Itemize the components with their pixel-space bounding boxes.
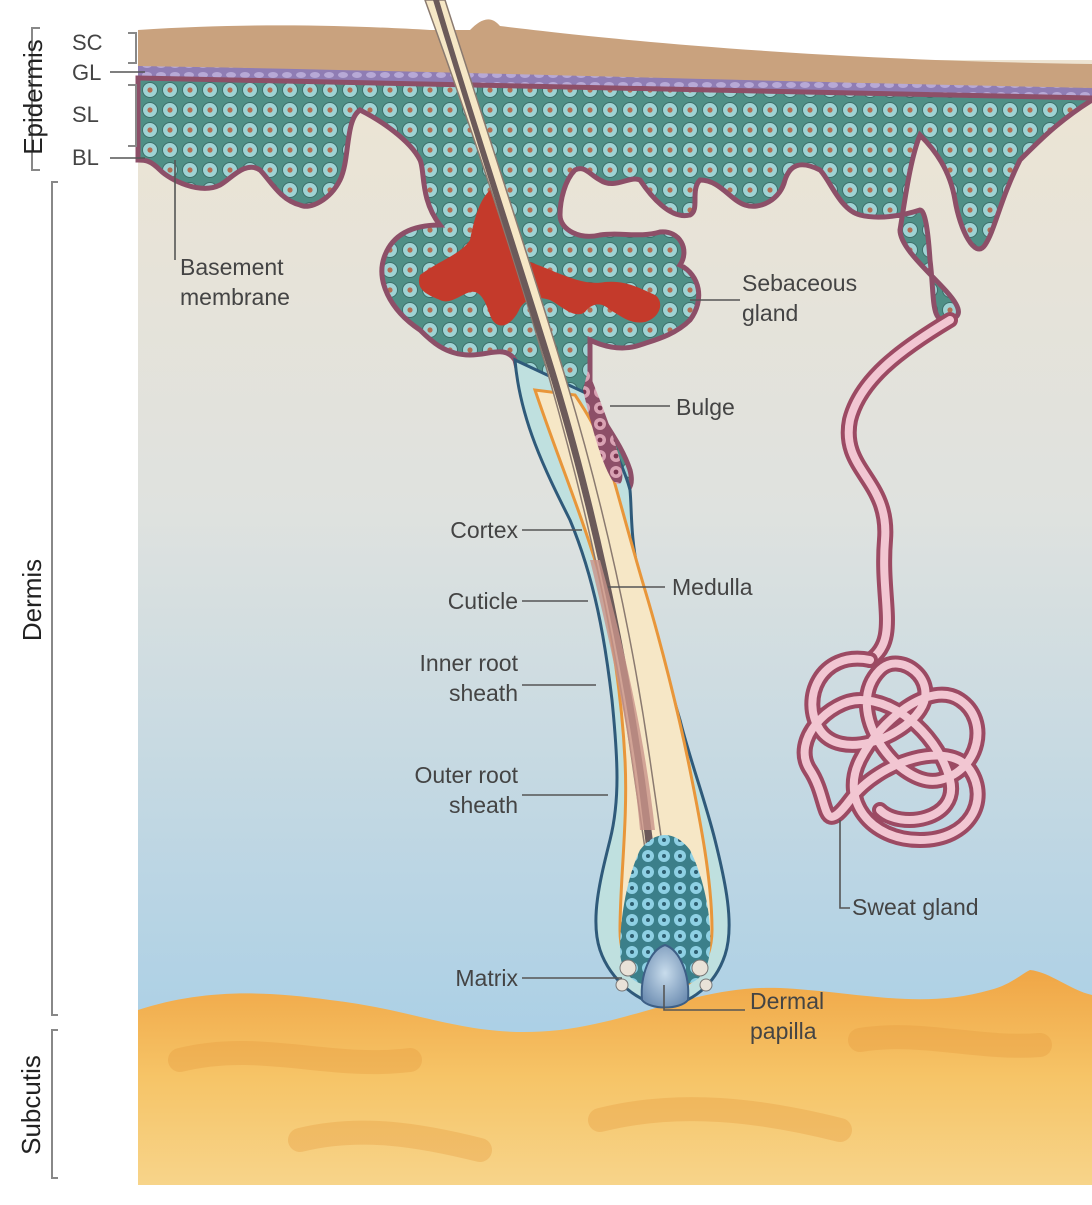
sebaceous-gland-label: Sebaceous gland	[742, 270, 858, 326]
dermal-papilla-label: Dermal papilla	[750, 988, 825, 1044]
sebum	[418, 190, 661, 326]
stratum-bl-label: BL	[72, 145, 99, 170]
stratum-sl-label: SL	[72, 102, 99, 127]
cortex-label: Cortex	[450, 517, 518, 543]
inner-root-sheath-label: Inner root sheath	[419, 650, 518, 706]
stratum-gl-label: GL	[72, 60, 102, 85]
dermal-papilla	[640, 943, 690, 1009]
basement-membrane-label: Basement membrane	[180, 254, 290, 310]
leader-lines	[110, 71, 850, 1011]
matrix-label: Matrix	[455, 965, 518, 991]
layer-brackets	[31, 27, 137, 1179]
bulge	[583, 370, 623, 484]
sweat-gland	[796, 312, 986, 848]
medulla-label: Medulla	[672, 574, 753, 600]
stratum-sc-label: SC	[72, 30, 103, 55]
sweat-gland-label: Sweat gland	[852, 894, 979, 920]
cuticle-label: Cuticle	[447, 588, 518, 614]
outer-root-sheath-label: Outer root sheath	[414, 762, 518, 818]
subcutis-label: Subcutis	[16, 1055, 46, 1155]
dermis-label: Dermis	[17, 558, 47, 642]
matrix-cells	[620, 835, 711, 985]
subcutis-fat	[138, 970, 1092, 1185]
bulge-label: Bulge	[676, 394, 735, 420]
epidermis-label: Epidermis	[18, 39, 48, 155]
